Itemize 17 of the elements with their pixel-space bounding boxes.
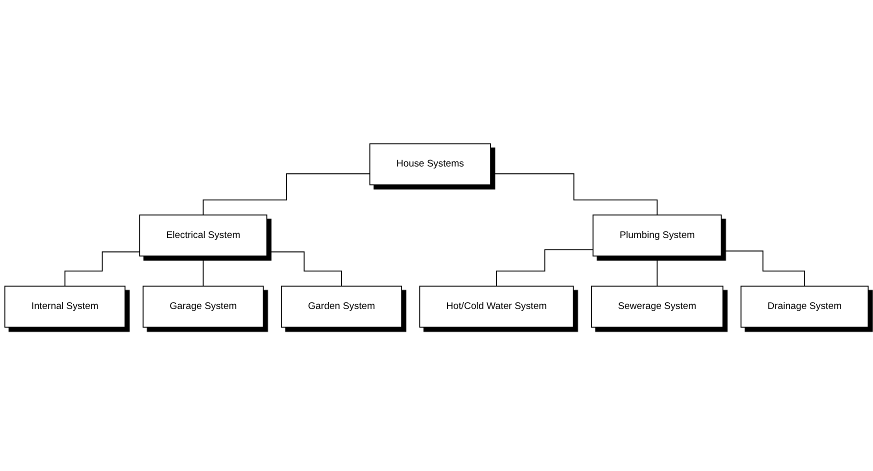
- node-box: Electrical System: [139, 214, 268, 256]
- node-box: Internal System: [4, 286, 126, 328]
- connector: [490, 173, 658, 216]
- node-box: Plumbing System: [592, 214, 722, 256]
- node-box: Hot/Cold Water System: [419, 286, 574, 328]
- connector: [720, 250, 806, 287]
- node-box: House Systems: [369, 143, 491, 186]
- connector: [266, 251, 342, 287]
- connector: [496, 249, 594, 287]
- node-box: Garage System: [142, 286, 264, 328]
- connector: [202, 256, 204, 287]
- connector: [656, 256, 658, 287]
- connector: [64, 251, 140, 287]
- node-box: Garden System: [280, 286, 402, 328]
- node-box: Drainage System: [740, 286, 869, 328]
- connector: [202, 173, 370, 216]
- node-box: Sewerage System: [590, 286, 724, 328]
